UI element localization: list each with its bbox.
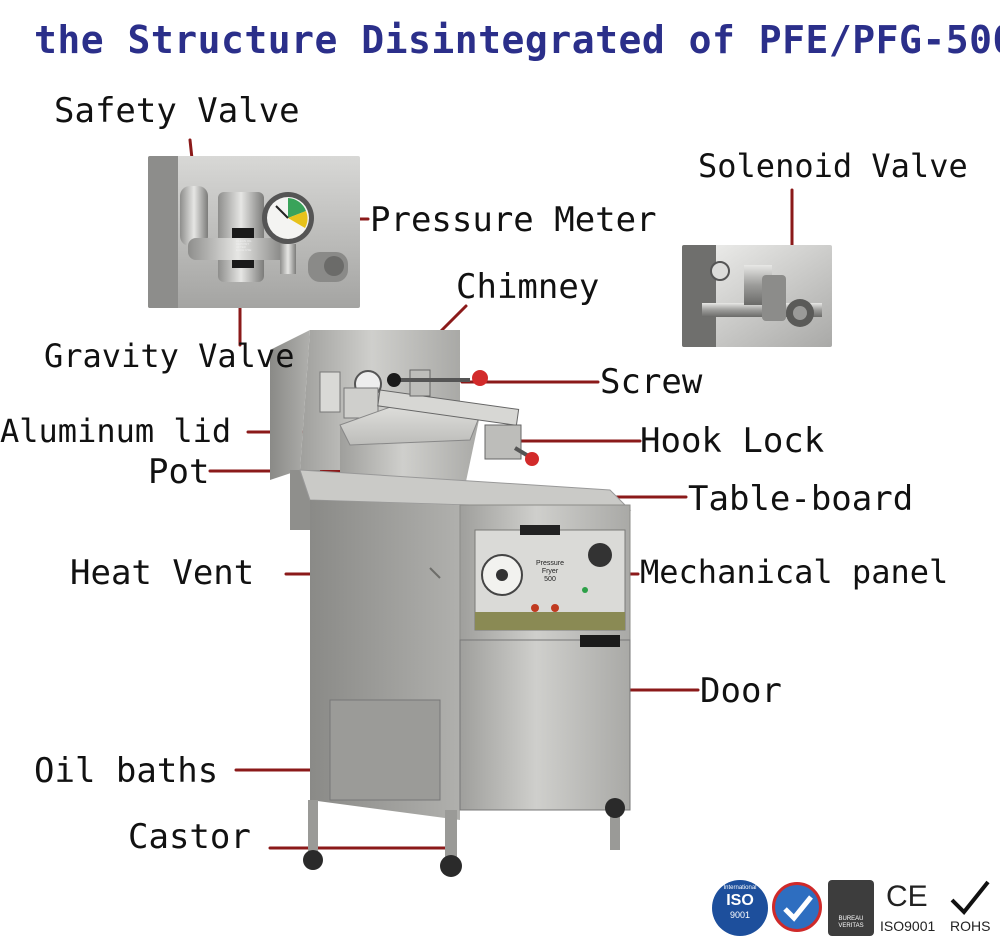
screw-shaft bbox=[409, 369, 431, 397]
label-castor: Castor bbox=[128, 817, 251, 857]
checkmark-icon bbox=[783, 895, 813, 922]
ce-mark: CE bbox=[886, 880, 928, 913]
castor-front bbox=[440, 855, 462, 877]
label-chimney: Chimney bbox=[456, 267, 600, 307]
hook-lock-knob bbox=[525, 452, 539, 466]
leg-front-right bbox=[610, 800, 620, 850]
bureau-veritas-badge: BUREAU VERITAS bbox=[828, 880, 874, 936]
label-heat-vent: Heat Vent bbox=[70, 553, 255, 593]
valve-cluster bbox=[319, 371, 341, 413]
solenoid-valve-inset-illustration bbox=[682, 245, 832, 347]
label-door: Door bbox=[700, 671, 782, 711]
iso-badge: International Organization for Standardi… bbox=[712, 880, 768, 936]
valve-gauge-inset-illustration bbox=[148, 156, 360, 308]
label-pot: Pot bbox=[148, 452, 210, 492]
rohs-label: ROHS bbox=[950, 918, 991, 934]
rohs-checkmark-icon bbox=[950, 880, 990, 915]
diagram-title: the Structure Disintegrated of PFE/PFG-5… bbox=[34, 18, 1000, 62]
panel-gauge-text: Pressure Fryer 500 bbox=[535, 560, 564, 583]
label-pressure-meter: Pressure Meter bbox=[370, 200, 657, 240]
valve-gauge-inset-photo bbox=[148, 156, 360, 308]
leg-front-left bbox=[445, 810, 457, 870]
label-solenoid-valve: Solenoid Valve bbox=[698, 147, 968, 185]
lid-arm bbox=[377, 389, 520, 426]
iso-badge-sub: 9001 bbox=[729, 910, 751, 920]
leg-back-left bbox=[308, 800, 318, 860]
gauge-sticker-text: CLEAN OIL DEPOSIT AFTER EACH USE bbox=[236, 240, 252, 252]
temperature-knob bbox=[588, 543, 612, 567]
label-screw: Screw bbox=[600, 362, 703, 402]
label-table-board: Table-board bbox=[688, 479, 914, 519]
label-oil-baths: Oil baths bbox=[34, 751, 219, 791]
label-safety-valve: Safety Valve bbox=[54, 91, 300, 131]
iso-badge-label: ISO bbox=[726, 892, 754, 909]
castor-back bbox=[303, 850, 323, 870]
label-aluminum-lid: Aluminum lid bbox=[0, 412, 232, 450]
iso-badge-ring-text: International Organization for Standardi… bbox=[723, 885, 757, 891]
castor-right bbox=[605, 798, 625, 818]
pressure-fryer-illustration bbox=[270, 330, 632, 877]
label-mechanical-panel: Mechanical panel bbox=[640, 553, 949, 591]
door-panel bbox=[459, 639, 631, 811]
screw-knob-red bbox=[472, 370, 488, 386]
screw-knob-black bbox=[387, 373, 401, 387]
label-gravity-valve: Gravity Valve bbox=[44, 337, 295, 375]
iso9001-label: ISO9001 bbox=[880, 918, 936, 934]
label-hook-lock: Hook Lock bbox=[640, 421, 825, 461]
door-handle bbox=[580, 635, 620, 647]
hook-lock-body bbox=[484, 424, 522, 460]
solenoid-valve-inset-photo bbox=[682, 245, 832, 347]
oil-bath-tank bbox=[329, 699, 441, 801]
quality-check-badge bbox=[772, 882, 822, 932]
